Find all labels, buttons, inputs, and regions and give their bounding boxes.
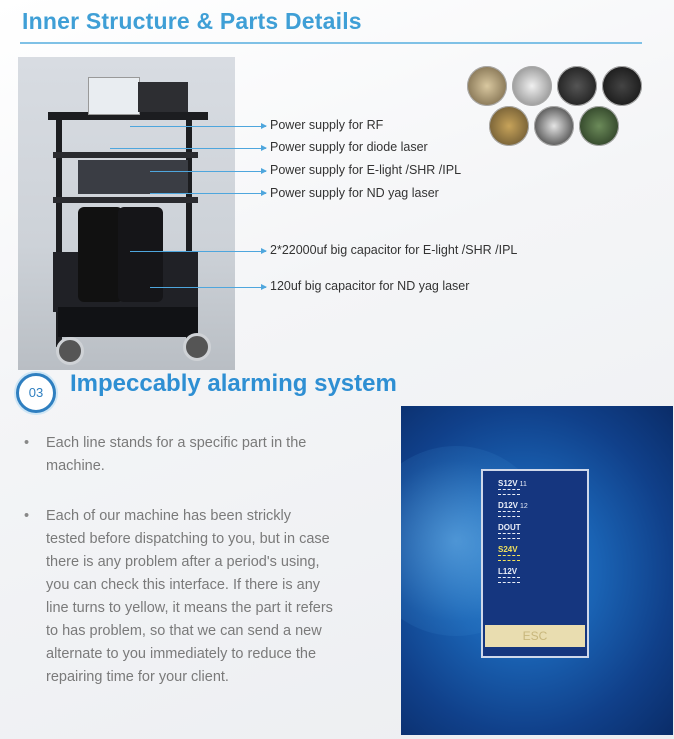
pointer-line (150, 284, 267, 290)
status-row-warning: S24V (498, 545, 520, 561)
section-number-badge: 03 (16, 373, 56, 413)
bullet-text: Each line stands for a specific part in … (46, 435, 307, 474)
pointer-line (130, 248, 267, 254)
part-label-ndyag: Power supply for ND yag laser (270, 186, 439, 200)
bullet-dot: • (24, 435, 30, 451)
list-item: • Each line stands for a specific part i… (24, 432, 334, 478)
pointer-line (130, 123, 267, 129)
title-divider (20, 42, 642, 44)
part-thumb-cable (602, 66, 642, 106)
bullet-text: Each of our machine has been strickly te… (46, 508, 333, 685)
pointer-line (150, 190, 267, 196)
part-label-capacitor-elight: 2*22000uf big capacitor for E-light /SHR… (270, 243, 518, 257)
status-row: DOUT (498, 523, 521, 539)
part-label-capacitor-ndyag: 120uf big capacitor for ND yag laser (270, 279, 470, 293)
machine-inner-photo (18, 57, 235, 370)
status-row: L12V (498, 567, 520, 583)
pointer-line (110, 145, 267, 151)
part-thumb-valve (489, 106, 529, 146)
page-title: Inner Structure & Parts Details (22, 8, 362, 34)
part-thumb-board (579, 106, 619, 146)
section-title: Impeccably alarming system (70, 370, 397, 397)
part-label-elight: Power supply for E-light /SHR /IPL (270, 163, 462, 177)
part-thumb-breaker (512, 66, 552, 106)
part-thumb-relay (557, 66, 597, 106)
bullet-dot: • (24, 508, 30, 524)
part-thumb-filter (467, 66, 507, 106)
pointer-line (150, 168, 267, 174)
bullet-list: • Each line stands for a specific part i… (24, 432, 334, 716)
part-label-diode: Power supply for diode laser (270, 140, 428, 154)
esc-button[interactable]: ESC (485, 625, 585, 647)
list-item: • Each of our machine has been strickly … (24, 505, 334, 689)
part-thumb-switch (534, 106, 574, 146)
part-label-rf: Power supply for RF (270, 118, 384, 132)
